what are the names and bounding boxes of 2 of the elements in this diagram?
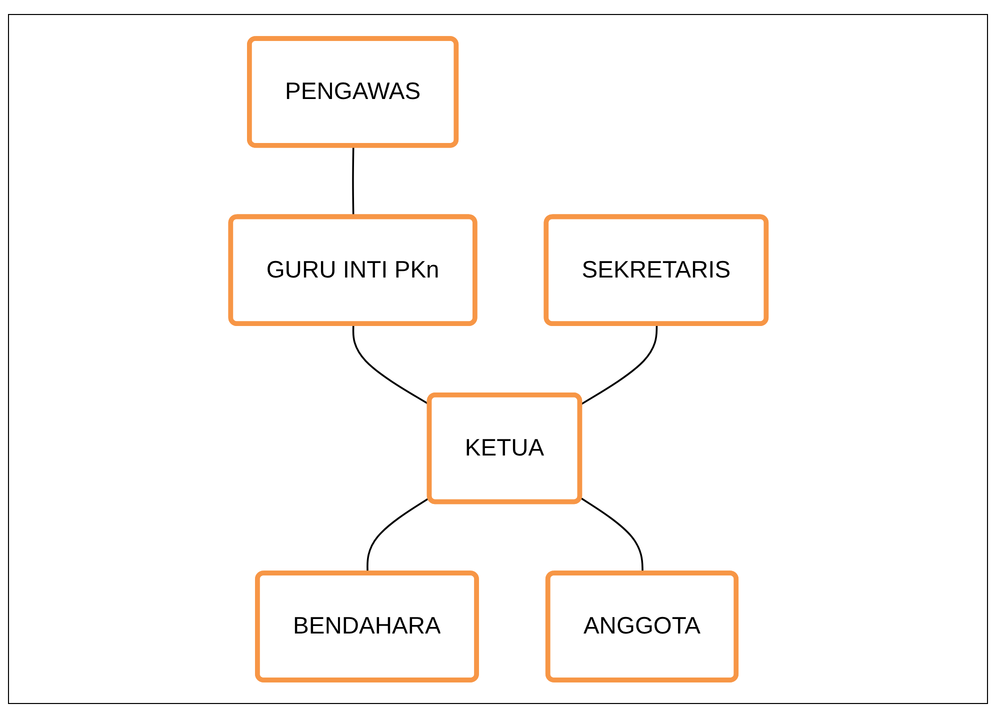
connector — [352, 324, 430, 406]
org-chart-drawing: PENGAWAS GURU INTI PKn SEKRETARIS KETUA BENDAHARA ANGGOTA — [28, 28, 968, 690]
